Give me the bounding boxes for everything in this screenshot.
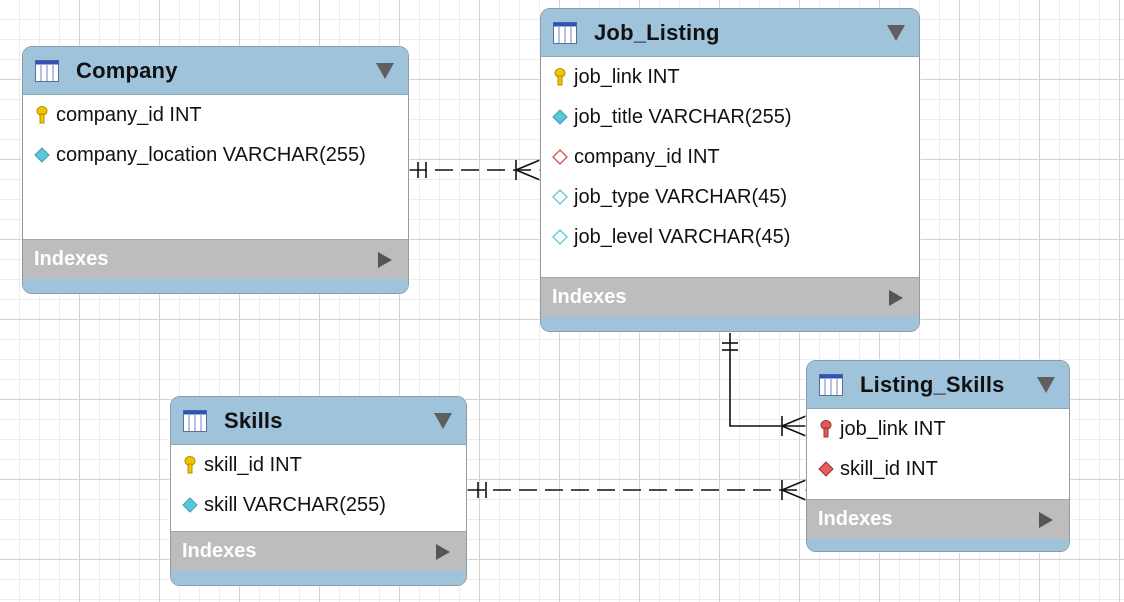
expand-arrow-icon[interactable] — [436, 544, 450, 560]
table-icon — [553, 21, 577, 44]
indexes-label: Indexes — [34, 248, 109, 270]
indexes-label: Indexes — [552, 286, 627, 308]
column-label: company_id INT — [574, 145, 720, 168]
attribute-diamond-icon — [182, 497, 198, 513]
collapse-toggle-icon[interactable] — [376, 63, 394, 79]
column-row[interactable]: skill VARCHAR(255) — [171, 485, 466, 525]
table-skills[interactable]: Skills skill_id INT skill VARCHAR(255) I… — [170, 396, 467, 586]
column-row[interactable]: job_type VARCHAR(45) — [541, 177, 919, 217]
column-row[interactable]: job_level VARCHAR(45) — [541, 217, 919, 257]
primary-key-icon — [554, 68, 566, 86]
column-label: job_level VARCHAR(45) — [574, 225, 791, 248]
table-header[interactable]: Company — [23, 47, 408, 95]
collapse-toggle-icon[interactable] — [434, 413, 452, 429]
column-label: skill_id INT — [840, 457, 938, 480]
column-list: company_id INT company_location VARCHAR(… — [23, 95, 408, 239]
table-footer — [23, 279, 408, 293]
primary-key-icon — [184, 456, 196, 474]
collapse-toggle-icon[interactable] — [887, 25, 905, 41]
table-footer — [807, 539, 1069, 551]
column-row[interactable]: job_link INT — [541, 57, 919, 97]
expand-arrow-icon[interactable] — [378, 252, 392, 268]
column-row[interactable]: company_location VARCHAR(255) — [23, 135, 408, 175]
indexes-bar[interactable]: Indexes — [807, 499, 1069, 539]
indexes-label: Indexes — [182, 540, 257, 562]
column-label: skill VARCHAR(255) — [204, 493, 386, 516]
nullable-attribute-diamond-icon — [552, 229, 568, 245]
column-label: job_title VARCHAR(255) — [574, 105, 792, 128]
table-header[interactable]: Listing_Skills — [807, 361, 1069, 409]
column-list: skill_id INT skill VARCHAR(255) — [171, 445, 466, 531]
table-job-listing[interactable]: Job_Listing job_link INT job_title VARCH… — [540, 8, 920, 332]
expand-arrow-icon[interactable] — [889, 290, 903, 306]
column-label: skill_id INT — [204, 453, 302, 476]
table-icon — [183, 409, 207, 432]
primary-key-icon — [36, 106, 48, 124]
foreign-key-diamond-icon — [552, 149, 568, 165]
column-row[interactable]: skill_id INT — [171, 445, 466, 485]
table-title: Job_Listing — [594, 19, 720, 45]
table-company[interactable]: Company company_id INT company_location … — [22, 46, 409, 294]
attribute-diamond-icon — [34, 147, 50, 163]
indexes-bar[interactable]: Indexes — [541, 277, 919, 317]
table-footer — [541, 317, 919, 331]
indexes-label: Indexes — [818, 508, 893, 530]
table-icon — [35, 59, 59, 82]
column-row[interactable]: company_id INT — [23, 95, 408, 135]
table-title: Skills — [224, 407, 283, 433]
table-header[interactable]: Skills — [171, 397, 466, 445]
column-list: job_link INT job_title VARCHAR(255) comp… — [541, 57, 919, 277]
table-title: Listing_Skills — [860, 371, 1005, 397]
relationship-skills-listing-skills[interactable] — [467, 479, 807, 501]
column-label: company_id INT — [56, 103, 202, 126]
column-list: job_link INT skill_id INT — [807, 409, 1069, 499]
table-title: Company — [76, 57, 178, 83]
table-listing-skills[interactable]: Listing_Skills job_link INT skill_id INT… — [806, 360, 1070, 552]
column-label: company_location VARCHAR(255) — [56, 143, 366, 166]
table-icon — [819, 373, 843, 396]
collapse-toggle-icon[interactable] — [1037, 377, 1055, 393]
column-label: job_link INT — [574, 65, 680, 88]
column-label: job_link INT — [840, 417, 946, 440]
relationship-job-listing-listing-skills[interactable] — [722, 333, 807, 437]
indexes-bar[interactable]: Indexes — [23, 239, 408, 279]
table-header[interactable]: Job_Listing — [541, 9, 919, 57]
column-row[interactable]: job_link INT — [807, 409, 1069, 449]
attribute-diamond-icon — [552, 109, 568, 125]
nullable-attribute-diamond-icon — [552, 189, 568, 205]
indexes-bar[interactable]: Indexes — [171, 531, 466, 571]
foreign-key-diamond-icon — [818, 461, 834, 477]
column-label: job_type VARCHAR(45) — [574, 185, 788, 208]
expand-arrow-icon[interactable] — [1039, 512, 1053, 528]
column-row[interactable]: job_title VARCHAR(255) — [541, 97, 919, 137]
column-row[interactable]: skill_id INT — [807, 449, 1069, 489]
column-row[interactable]: company_id INT — [541, 137, 919, 177]
table-footer — [171, 571, 466, 585]
relationship-company-job-listing[interactable] — [409, 159, 541, 181]
primary-foreign-key-icon — [820, 420, 832, 438]
